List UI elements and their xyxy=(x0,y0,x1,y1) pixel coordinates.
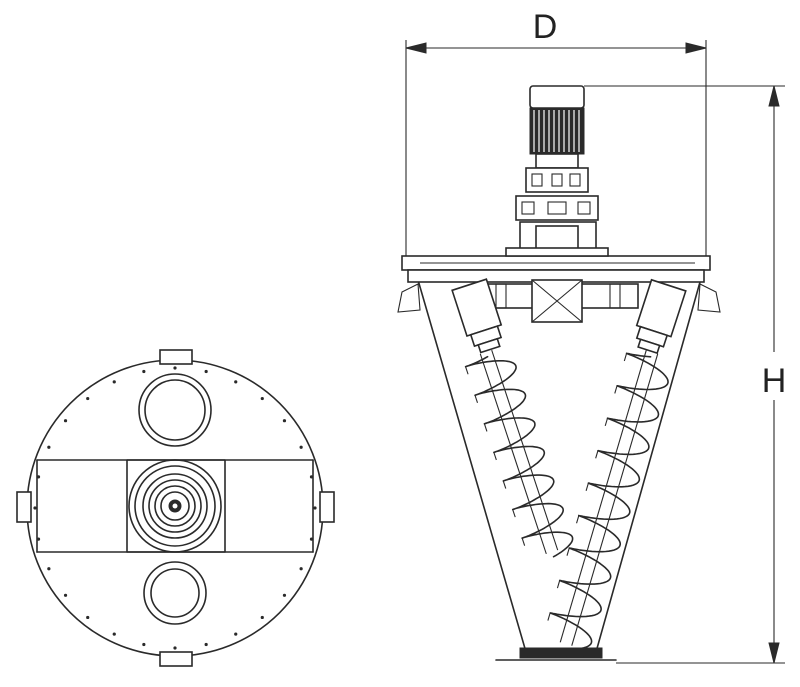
bolt-hole xyxy=(299,445,303,449)
bolt-hole xyxy=(282,419,287,423)
side-view: D H xyxy=(397,8,796,664)
left-screw-head xyxy=(451,278,503,354)
bolt-hole xyxy=(204,642,208,647)
inspection-port-top xyxy=(138,373,212,447)
right-lug xyxy=(319,491,335,523)
bolt-hole xyxy=(204,369,208,374)
bottom-lug xyxy=(159,651,193,667)
bolt-hole xyxy=(299,567,303,571)
left-screw xyxy=(464,349,574,558)
motor xyxy=(529,85,585,169)
bolt-hole xyxy=(63,419,68,423)
bolt-hole xyxy=(260,396,264,401)
bolt-hole xyxy=(47,445,51,449)
cone-body xyxy=(417,279,701,653)
right-support-lug xyxy=(697,283,721,313)
top-view xyxy=(16,349,335,667)
left-support-lug xyxy=(397,283,421,313)
bolt-hole xyxy=(234,380,238,384)
central-drive-rings xyxy=(128,459,222,553)
gearbox xyxy=(505,167,609,257)
bolt-hole xyxy=(142,642,146,647)
bolt-holes xyxy=(33,366,317,650)
right-screw xyxy=(547,350,669,650)
cover-plate xyxy=(401,255,711,283)
bolt-hole xyxy=(112,632,116,636)
drive-arm xyxy=(477,279,639,323)
dimension-d-label: D xyxy=(533,8,558,46)
top-lug xyxy=(159,349,193,365)
dimension-d: D xyxy=(405,8,707,256)
bolt-hole xyxy=(173,366,177,370)
bolt-hole xyxy=(47,567,51,571)
bolt-hole xyxy=(234,632,238,636)
bolt-hole xyxy=(86,396,90,401)
discharge-flange xyxy=(495,647,617,661)
right-screw-head xyxy=(635,278,687,355)
left-lug xyxy=(16,491,32,523)
bolt-hole xyxy=(313,506,317,510)
inspection-port-bottom xyxy=(143,561,207,625)
dimension-h: H xyxy=(584,85,796,664)
motor-cooling-fins xyxy=(529,107,585,155)
bolt-hole xyxy=(282,593,287,597)
dimension-h-label: H xyxy=(762,362,787,400)
bolt-hole xyxy=(112,380,116,384)
bolt-hole xyxy=(63,593,68,597)
bolt-hole xyxy=(33,506,37,510)
bolt-hole xyxy=(142,369,146,374)
bolt-hole xyxy=(260,615,264,620)
bolt-hole xyxy=(173,646,177,650)
bolt-hole xyxy=(86,615,90,620)
